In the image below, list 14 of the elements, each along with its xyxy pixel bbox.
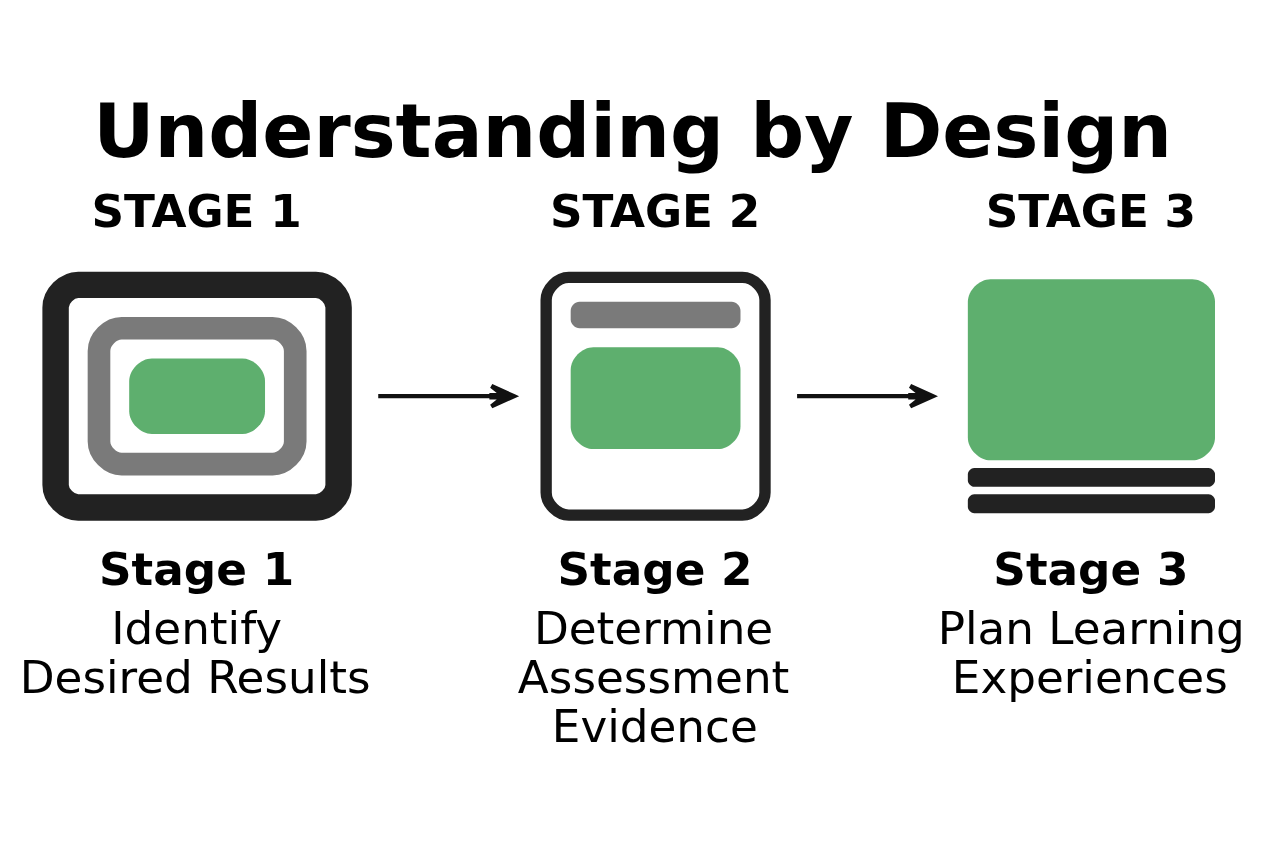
node-label: Stage 1 <box>99 542 295 596</box>
node-label: STAGE 3 <box>985 184 1197 238</box>
node-label: Stage 2 <box>557 542 753 596</box>
node-label: Plan Learning Experiences <box>937 601 1245 704</box>
node-label: STAGE 2 <box>549 184 761 238</box>
diagram-title: Understanding by Design <box>93 86 1172 175</box>
node-label: Determine Assessment Evidence <box>517 601 790 753</box>
node-label: Stage 3 <box>993 542 1189 596</box>
node-label: Identify Desired Results <box>19 601 371 704</box>
node-box-text <box>42 271 352 521</box>
node-box-text <box>540 271 771 521</box>
arrow <box>797 383 935 408</box>
arrow <box>378 383 517 408</box>
node-label: STAGE 1 <box>91 184 302 238</box>
